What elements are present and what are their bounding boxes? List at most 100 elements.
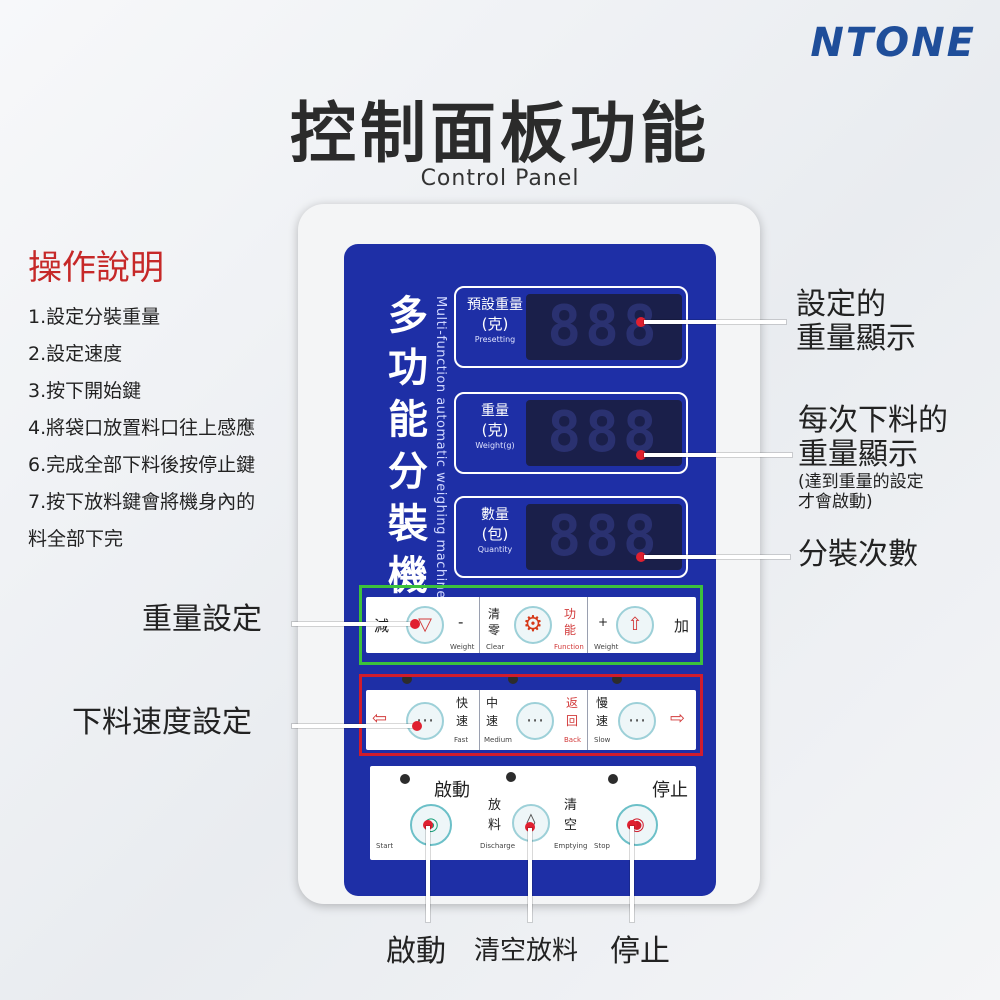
display-label-en: Weight(g) <box>475 441 515 450</box>
back-en-label: Back <box>564 736 581 744</box>
minus-sign: - <box>458 613 464 631</box>
callout-text: 重量顯示 <box>798 437 918 472</box>
callout-text: 重量顯示 <box>796 321 916 356</box>
display-label-cn: 重量 <box>481 403 509 419</box>
arrow-right-icon: ⇨ <box>670 708 686 729</box>
weight-en-label: Weight <box>450 643 475 651</box>
callout-dot <box>412 721 422 731</box>
callout-line <box>426 826 430 922</box>
stop-label: 停止 <box>652 780 688 801</box>
callout-speed-setting: 下料速度設定 <box>72 705 252 740</box>
medium-label-top: 中 <box>486 696 499 710</box>
empty-label-bot: 空 <box>564 818 578 833</box>
stop-led <box>608 774 618 784</box>
back-label-bot: 回 <box>566 714 579 728</box>
fast-led <box>402 674 412 684</box>
callout-dot <box>410 619 420 629</box>
medium-back-cell: 中 速 Medium ⋯ 返 回 Back <box>480 690 588 750</box>
empty-label-top: 清 <box>564 798 578 813</box>
start-label: 啟動 <box>434 780 470 801</box>
discharge-en-label: Discharge <box>480 842 516 850</box>
display-label: 重量 (克) Weight(g) <box>464 402 526 452</box>
callout-dot <box>636 317 646 327</box>
start-en-label: Start <box>376 842 394 850</box>
clear-label-bot: 零 <box>488 623 501 637</box>
callout-line <box>644 453 792 457</box>
callout-text: 每次下料的 <box>798 403 948 438</box>
display-label-cn: 預設重量 <box>467 297 523 313</box>
callout-note: (達到重量的設定 <box>798 472 924 492</box>
stop-button[interactable]: ◉ <box>616 804 658 846</box>
display-label: 預設重量 (克) Presetting <box>464 296 526 346</box>
fast-en-label: Fast <box>454 736 469 744</box>
medium-speed-button[interactable]: ⋯ <box>516 702 554 740</box>
brand-logo: NTONE <box>810 20 976 66</box>
callout-each-weight: 每次下料的 重量顯示 (達到重量的設定 才會啟動) <box>798 403 948 513</box>
callout-dot <box>525 822 535 832</box>
instruction-step: 料全部下完 <box>28 528 124 550</box>
callout-note: 才會啟動) <box>798 492 873 512</box>
brand-char: 機 <box>388 553 428 599</box>
quantity-display: 數量 (包) Quantity 888 <box>454 496 688 578</box>
display-label-en: Quantity <box>477 545 513 554</box>
stop-en-label: Stop <box>594 842 610 850</box>
clear-label-top: 清 <box>488 607 501 621</box>
slow-label-top: 慢 <box>596 696 609 710</box>
control-row: 啟動 ◎ Start 放 料 ◊ 清 空 Discharge Emptying … <box>370 766 696 860</box>
seven-segment-digits: 888 <box>526 504 682 570</box>
display-label-unit: (包) <box>481 525 509 543</box>
weight-plus-cell: + ⇧ 加 Weight <box>588 597 696 653</box>
speed-setting-frame <box>359 674 703 756</box>
callout-text: 設定的 <box>796 287 886 322</box>
slow-en-label: Slow <box>594 736 611 744</box>
callout-weight-setting: 重量設定 <box>142 602 262 637</box>
callout-line <box>292 622 412 626</box>
medium-led <box>508 674 518 684</box>
instruction-step: 7.按下放料鍵會將機身內的 <box>28 491 256 513</box>
callout-dot <box>636 552 646 562</box>
weight-minus-button[interactable]: ▽ <box>406 606 444 644</box>
fast-label-top: 快 <box>456 696 469 710</box>
slow-led <box>612 674 622 684</box>
callout-dot <box>627 820 637 830</box>
fast-label-bot: 速 <box>456 714 469 728</box>
display-label: 數量 (包) Quantity <box>464 506 526 556</box>
function-en-label: Function <box>554 643 584 651</box>
weight-minus-cell: 減 ▽ - Weight <box>366 597 480 653</box>
back-label-top: 返 <box>566 696 579 710</box>
clear-function-button[interactable]: ⚙ <box>514 606 552 644</box>
slow-speed-button[interactable]: ⋯ <box>618 702 656 740</box>
instructions-list: 1.設定分裝重量 2.設定速度 3.按下開始鍵 4.將袋口放置料口往上感應 6.… <box>28 299 348 558</box>
page-subtitle: Control Panel <box>420 166 580 191</box>
function-label-top: 功 <box>564 607 577 621</box>
slow-speed-cell: 慢 速 Slow ⋯ ⇨ <box>588 690 696 750</box>
bottom-label-discharge: 清空放料 <box>474 936 579 966</box>
bottom-label-stop: 停止 <box>610 934 670 969</box>
seven-segment-digits: 888 <box>526 294 682 360</box>
brand-char: 多 <box>388 293 428 339</box>
discharge-label-bot: 料 <box>488 818 502 833</box>
weight-setting-row: 減 ▽ - Weight 清 零 Clear ⚙ 功 能 Function + … <box>366 597 696 653</box>
instructions-title: 操作說明 <box>28 248 164 288</box>
callout-line <box>644 555 790 559</box>
callout-line <box>630 826 634 922</box>
speed-setting-row: ⇦ ⋯ 快 速 Fast 中 速 Medium ⋯ 返 回 Back 慢 速 S… <box>366 690 696 750</box>
arrow-left-icon: ⇦ <box>372 708 388 729</box>
display-label-en: Presetting <box>474 335 516 344</box>
callout-line <box>528 828 532 922</box>
preset-weight-display: 預設重量 (克) Presetting 888 <box>454 286 688 368</box>
callout-preset-weight: 設定的 重量顯示 <box>796 288 916 356</box>
device-brand-english: Multi-function automatic weighing machin… <box>433 296 448 599</box>
plus-label: 加 <box>674 617 690 635</box>
display-label-unit: (克) <box>481 315 509 333</box>
device-brand-vertical: 多 功 能 分 裝 機 <box>382 290 434 602</box>
brand-char: 裝 <box>388 501 428 547</box>
callout-dot <box>423 820 433 830</box>
empty-en-label: Emptying <box>554 842 588 850</box>
callout-line <box>292 724 414 728</box>
discharge-led <box>506 772 516 782</box>
weight-plus-button[interactable]: ⇧ <box>616 606 654 644</box>
weight-en-label: Weight <box>594 643 619 651</box>
instruction-step: 6.完成全部下料後按停止鍵 <box>28 454 256 476</box>
instructions: 操作說明 1.設定分裝重量 2.設定速度 3.按下開始鍵 4.將袋口放置料口往上… <box>28 240 348 558</box>
